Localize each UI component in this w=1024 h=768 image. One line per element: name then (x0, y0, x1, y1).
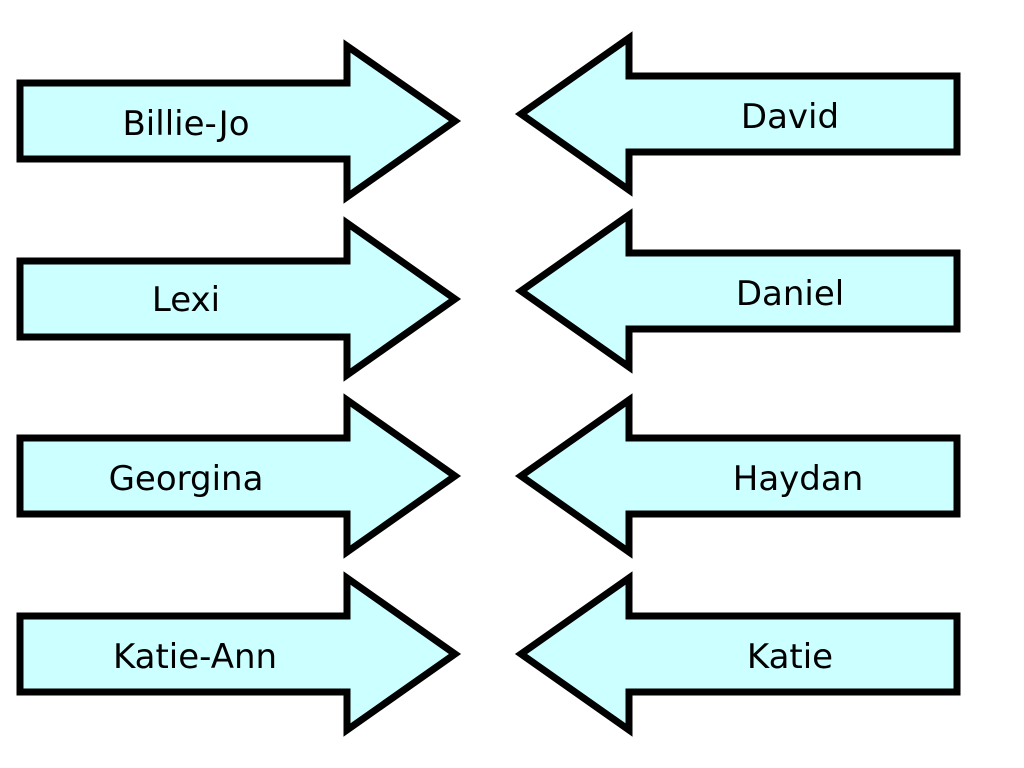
left-arrow-david: David (514, 31, 961, 197)
arrow-label: David (741, 97, 839, 137)
arrow-label: Katie-Ann (113, 637, 277, 677)
right-arrow-shape (16, 393, 462, 559)
arrow-label: Lexi (152, 280, 220, 320)
arrow-label: Georgina (109, 459, 264, 499)
left-arrow-haydan: Haydan (514, 393, 961, 559)
arrow-label: Haydan (733, 459, 864, 499)
left-arrow-shape (514, 571, 961, 737)
left-arrow-shape (514, 208, 961, 374)
right-arrow-billie-jo: Billie-Jo (16, 39, 462, 204)
right-arrow-shape (16, 571, 462, 737)
left-arrow-shape (514, 393, 961, 559)
right-arrow-lexi: Lexi (16, 216, 462, 382)
arrow-label: Billie-Jo (122, 104, 249, 144)
right-arrow-shape (16, 216, 462, 382)
left-arrow-daniel: Daniel (514, 208, 961, 374)
arrow-label: Daniel (736, 274, 844, 314)
left-arrow-shape (514, 31, 961, 197)
left-arrow-katie: Katie (514, 571, 961, 737)
arrow-label: Katie (747, 637, 833, 677)
right-arrow-shape (16, 39, 462, 204)
right-arrow-katie-ann: Katie-Ann (16, 571, 462, 737)
right-arrow-georgina: Georgina (16, 393, 462, 559)
